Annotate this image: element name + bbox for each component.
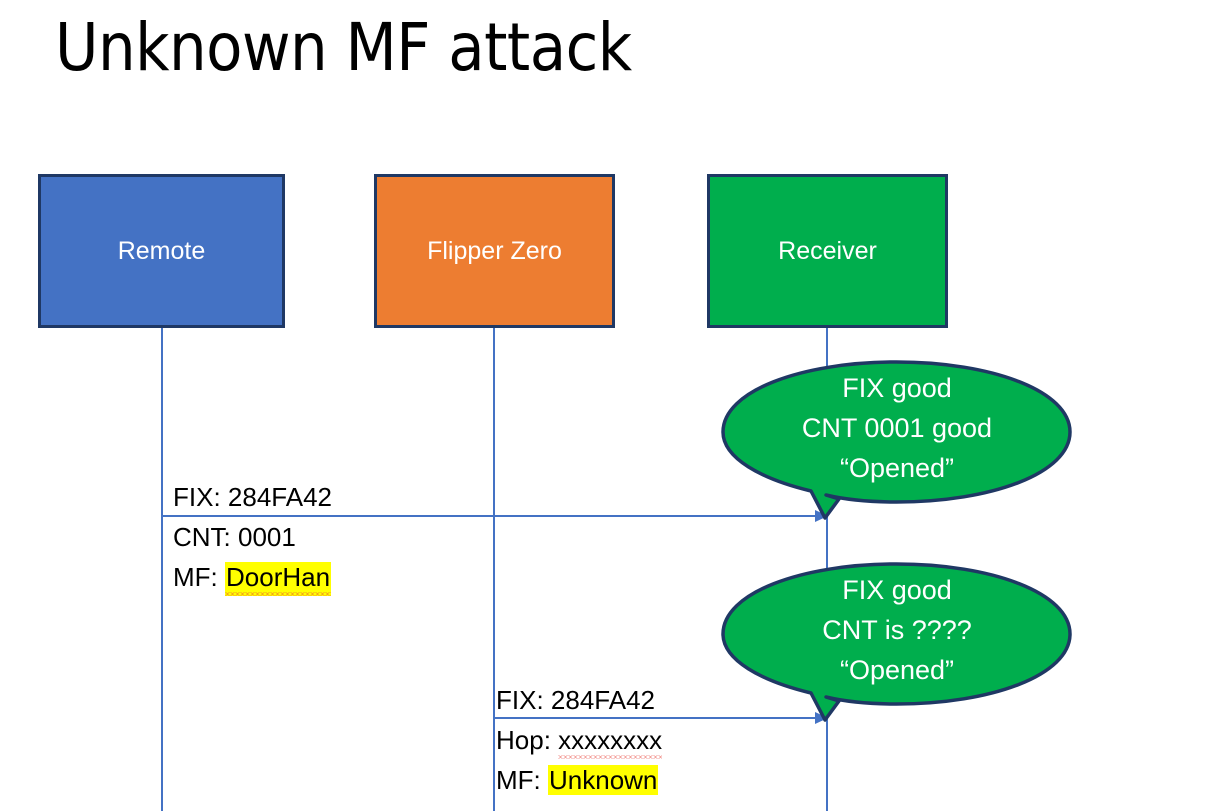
message-line: Hop: xxxxxxxx <box>496 720 663 760</box>
lifeline-remote <box>161 328 163 811</box>
message-line-value: 284FA42 <box>227 482 332 512</box>
actor-box-flipper[interactable]: Flipper Zero <box>374 174 615 328</box>
message-line-prefix: FIX: <box>496 685 551 715</box>
message-line: MF: Unknown <box>496 760 662 800</box>
callout-shape-2 <box>721 562 1072 722</box>
message-line-prefix: CNT: <box>173 522 238 552</box>
message-line: CNT: 0001 <box>173 517 332 557</box>
message-line-value-misspelled: xxxxxxxx <box>558 725 663 759</box>
message-line-prefix: MF: <box>496 765 548 795</box>
lifeline-flipper <box>493 328 495 811</box>
message-line-prefix: MF: <box>173 562 225 592</box>
actor-label-receiver: Receiver <box>778 236 877 265</box>
message-line-prefix: Hop: <box>496 725 559 755</box>
callout-bubble-2[interactable]: FIX good CNT is ???? “Opened” <box>721 562 1072 722</box>
actor-label-flipper: Flipper Zero <box>427 236 562 265</box>
callout-bubble-1[interactable]: FIX good CNT 0001 good “Opened” <box>721 360 1072 520</box>
message-line-value-highlighted: DoorHan <box>225 562 331 596</box>
callout-shape-1 <box>721 360 1072 520</box>
message-line-value: 284FA42 <box>550 685 655 715</box>
message-line-value: 0001 <box>238 522 296 552</box>
message-line: FIX: 284FA42 <box>173 477 332 517</box>
message-label-1: FIX: 284FA42 CNT: 0001 MF: DoorHan <box>173 477 332 597</box>
message-line-value-highlighted: Unknown <box>548 765 659 795</box>
actor-label-remote: Remote <box>117 236 206 265</box>
message-line-prefix: FIX: <box>173 482 228 512</box>
actor-box-receiver[interactable]: Receiver <box>707 174 948 328</box>
actor-box-remote[interactable]: Remote <box>38 174 285 328</box>
message-line: MF: DoorHan <box>173 557 332 597</box>
message-line: FIX: 284FA42 <box>496 680 662 720</box>
message-label-2: FIX: 284FA42 Hop: xxxxxxxx MF: Unknown <box>496 680 663 800</box>
page-title: Unknown MF attack <box>55 9 632 86</box>
